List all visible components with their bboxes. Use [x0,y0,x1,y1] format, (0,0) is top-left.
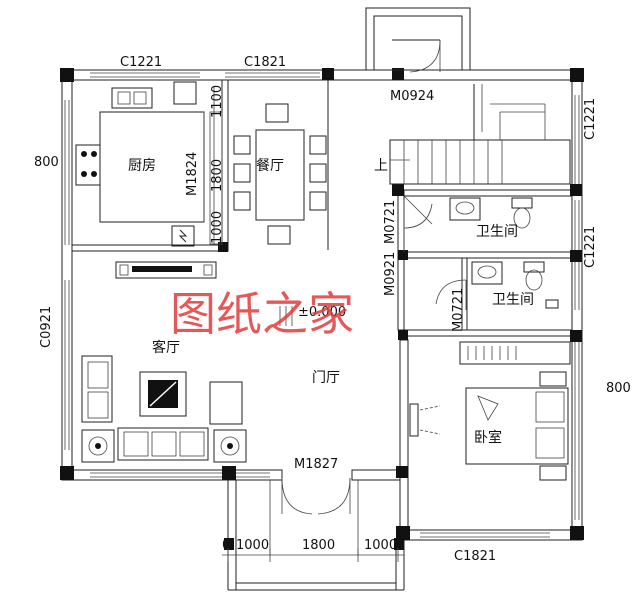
columns [60,68,584,540]
sofa-set [81,355,247,463]
code-window-top-left: C1221 [120,55,162,70]
code-door-bath2-b: M0721 [451,288,466,332]
main-door [281,477,351,515]
code-window-top-mid: C1821 [244,55,286,70]
code-window-bottom: C1821 [454,549,496,564]
label-dining: 餐厅 [256,158,284,174]
bath2-fixtures [435,261,559,310]
kitchen-fixtures [75,81,223,247]
tv-cabinet [115,261,217,279]
dimension-labels: 800 800 1100 1800 1000 0 1000 1800 1000 … [34,85,631,553]
dim-right-800: 800 [606,381,631,396]
label-kitchen: 厨房 [128,158,156,174]
code-window-left: C0921 [39,306,54,348]
windows [64,72,580,538]
code-door-main: M1827 [294,457,338,472]
label-foyer: 门厅 [312,370,340,386]
dim-bottom-0: 0 [222,538,230,553]
dim-1000: 1000 [210,211,225,244]
dim-bottom-1800: 1800 [302,538,335,553]
code-door-bath2: M0921 [383,252,398,296]
dimension-lines [213,86,405,562]
staircase [389,84,571,185]
code-kitchen-window: M1824 [185,152,200,196]
label-bath1: 卫生间 [476,224,518,240]
label-bedroom: 卧室 [474,429,502,446]
label-bath2: 卫生间 [492,292,534,308]
room-labels: 厨房 餐厅 客厅 门厅 卫生间 卫生间 卧室 上 [128,158,534,446]
code-labels: C1221 C1821 M0924 C1221 C1221 C0921 M072… [39,55,598,564]
code-window-right-mid: C1221 [583,226,598,268]
code-window-right-top: C1221 [583,98,598,140]
dining-table [233,103,327,245]
dim-1800: 1800 [210,159,225,192]
foyer-step [279,306,293,326]
label-stair-up: 上 [374,158,388,174]
dim-left-800: 800 [34,155,59,170]
top-entry [365,7,471,73]
watermark: 图纸之家 [170,287,354,341]
dim-bottom-1000-a: 1000 [236,538,269,553]
bath1-fixtures [403,195,533,229]
porch [224,480,405,591]
elevation-mark: ±0.000 [298,305,346,320]
code-door-bath1: M0721 [383,200,398,244]
label-living: 客厅 [152,339,180,356]
bedroom-furniture [409,341,571,481]
code-door-top: M0924 [390,89,434,104]
dim-bottom-1000-b: 1000 [364,538,397,553]
dim-1100: 1100 [210,85,225,118]
